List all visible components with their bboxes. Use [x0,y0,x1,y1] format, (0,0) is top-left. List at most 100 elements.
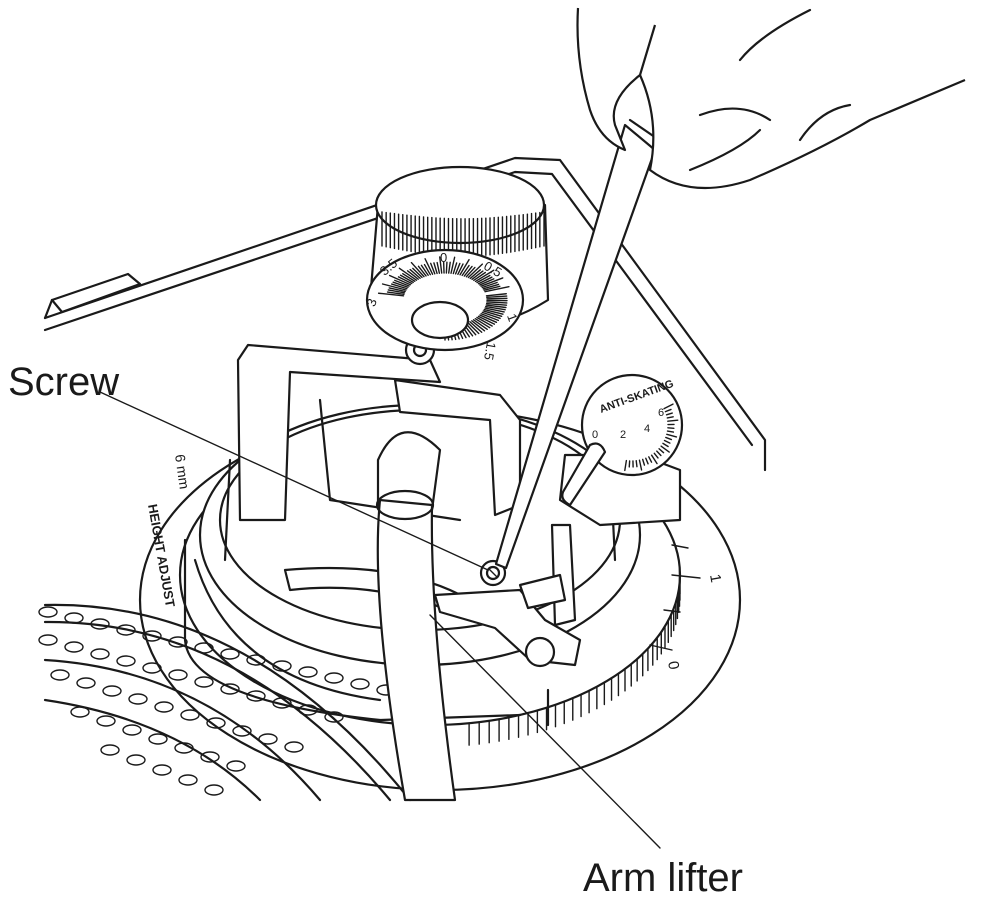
platter-dimple [116,655,136,667]
cw-tick-label: 0 [440,250,447,265]
turntable-chassis [43,156,767,472]
cw-scale-tick [423,263,432,276]
cw-scale-tick [390,283,408,290]
cw-scale-tick [406,270,419,280]
anti-skating-tick [667,419,679,422]
anti-skating-tick [662,442,669,448]
cw-scale-tick [461,264,470,277]
cw-scale-tick [485,302,508,306]
anti-skating-tick [663,403,674,410]
cw-scale-tick [387,289,406,294]
counterweight-knurl [381,211,545,257]
cw-scale-tick [485,305,506,311]
platter-dimple [122,724,142,736]
cw-scale-tick [476,316,493,327]
anti-skating-tick [664,408,672,413]
cw-scale-tick [467,321,480,335]
anti-skating-tick [665,412,673,416]
cw-scale-tick [480,277,504,287]
cw-scale-tick [467,263,484,279]
anti-skating-tick [656,450,662,457]
platter-dimple [206,717,226,729]
platter-dimple [324,711,344,723]
cw-scale-tick [476,274,491,284]
platter-dimple [226,760,246,772]
cw-scale-tick [485,293,507,297]
platter-dimple [194,676,214,688]
platter-dimple [142,630,162,642]
platter-dimple [168,669,188,681]
anti-skating-tick [666,416,674,419]
platter-dimple [90,648,110,660]
cw-scale-tick [471,320,486,332]
cw-scale-tick [483,285,501,291]
cw-scale-tick [392,281,409,288]
platter-dimple [38,634,58,646]
cw-scale-tick [482,310,503,317]
platter-dimple [102,685,122,697]
cw-scale-tick [377,292,405,297]
anti-skating-tick [624,459,628,472]
screw-callout-label: Screw [8,360,120,404]
cw-scale-tick [381,283,407,291]
cw-scale-tick [486,297,508,300]
height-scale-ticks: 1 0 [649,544,724,671]
cw-scale-tick [457,263,464,275]
platter-dimple [152,764,172,776]
platter-dimple [64,612,84,624]
anti-skating-tick [635,460,638,468]
cw-scale-tick [473,271,487,282]
ring-ridges [468,565,681,746]
cw-scale-tick [480,313,500,322]
as-tick-label: 4 [644,423,650,435]
anti-skating-tick [653,452,659,459]
cw-scale-tick [486,301,508,304]
cw-scale-tick [394,279,410,287]
anti-skating-scale [624,403,679,472]
cw-scale-tick [430,262,436,275]
platter-dimple [180,709,200,721]
leader-lines [99,391,661,849]
hand [576,7,966,190]
cw-scale-tick [439,256,443,274]
cw-scale-tick [450,256,456,274]
arm-lifter [433,523,582,727]
cw-scale-tick [398,267,418,281]
cw-scale-tick [479,278,495,286]
as-tick-label: 2 [620,429,626,441]
cw-scale-tick [420,264,429,276]
counterweight: 3.5 0 0.5 3 1 1.5 [363,165,550,361]
platter-dimple [76,677,96,689]
anti-skating-tick [660,445,670,453]
cw-scale-tick [445,261,448,274]
cw-scale-tick [386,291,405,295]
anti-skating-tick [663,439,671,444]
platter-dimple [220,683,240,695]
cw-scale-tick [433,262,438,275]
platter-dimple [284,741,304,753]
anti-skating-dial: ANTI-SKATING 0 2 4 6 [558,373,684,527]
tone-arm [375,431,457,802]
platter-dimple [38,606,58,618]
cw-scale-tick [412,267,423,279]
cw-tick-label: 3 [363,296,380,308]
arm-lifter-leader-line [429,614,661,849]
platter-dimple [298,666,318,678]
platter-dimple [220,648,240,660]
cw-scale-tick [474,317,491,329]
platter-dimple [96,715,116,727]
anti-skating-tick [641,458,646,466]
anti-skating-tick [648,456,653,463]
cw-scale-tick [424,258,434,275]
counterweight-scale [377,256,510,341]
platter-dimple [100,744,120,756]
platter-dimple [154,701,174,713]
platter-dimple [70,706,90,718]
cw-scale-tick [481,311,501,320]
height-tick-0: 0 [664,660,682,671]
cw-scale-tick [474,269,495,283]
anti-skating-tick [665,436,673,441]
cw-scale-tick [452,262,458,275]
anti-skating-tick [658,448,665,454]
cw-scale-tick [399,274,414,284]
